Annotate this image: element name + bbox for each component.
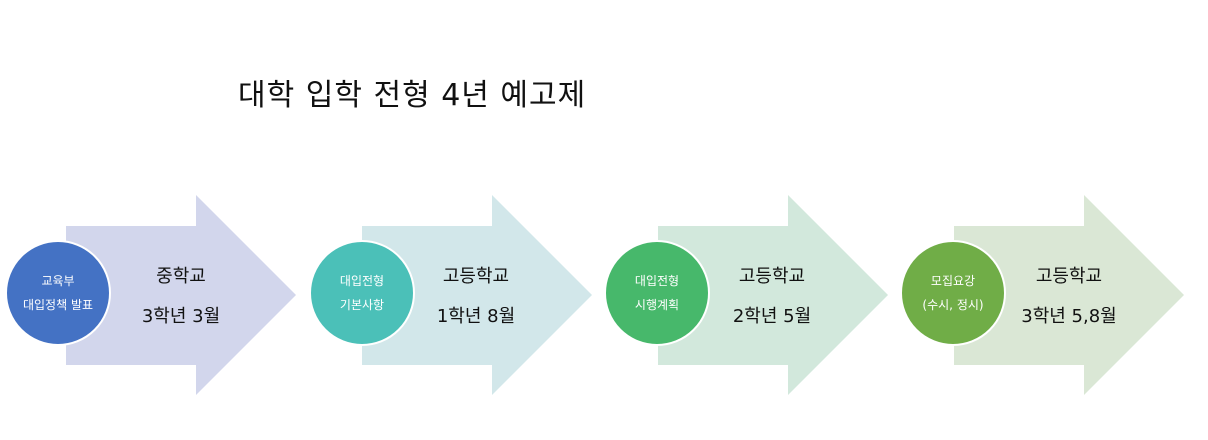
arrow-shape: [954, 195, 1184, 395]
step-timing: 1학년 8월: [436, 306, 516, 327]
arrow-shape: [66, 195, 296, 395]
step-arrow: [362, 195, 592, 395]
step-school: 고등학교: [1035, 266, 1103, 287]
page-title: 대학 입학 전형 4년 예고제: [238, 78, 587, 113]
circle-line-2: 대입정책 발표: [22, 298, 94, 312]
step-circle: 대입전형 기본사항: [309, 240, 415, 346]
timeline-step-4: 모집요강 (수시, 정시) 고등학교 3학년 5,8월: [888, 0, 1188, 440]
timeline-step-1: 교육부 대입정책 발표 중학교 3학년 3월: [0, 0, 300, 440]
step-timing: 3학년 3월: [141, 306, 221, 327]
step-arrow: [66, 195, 296, 395]
circle-line-1: 모집요강: [930, 274, 976, 288]
step-circle: 교육부 대입정책 발표: [5, 240, 111, 346]
step-circle: 모집요강 (수시, 정시): [900, 240, 1006, 346]
step-timing: 2학년 5월: [732, 306, 812, 327]
step-arrow: [954, 195, 1184, 395]
circle-line-2: (수시, 정시): [922, 298, 984, 312]
arrow-shape: [658, 195, 888, 395]
timeline-step-2: 대입전형 기본사항 고등학교 1학년 8월: [296, 0, 596, 440]
step-arrow: [658, 195, 888, 395]
step-school: 중학교: [156, 266, 206, 287]
step-timing: 3학년 5,8월: [1021, 306, 1117, 327]
circle-line-2: 시행계획: [634, 298, 680, 312]
step-circle: 대입전형 시행계획: [604, 240, 710, 346]
circle-line-1: 대입전형: [339, 274, 385, 288]
arrow-shape: [362, 195, 592, 395]
circle-line-1: 교육부: [41, 274, 75, 288]
circle-line-2: 기본사항: [339, 298, 385, 312]
timeline-step-3: 대입전형 시행계획 고등학교 2학년 5월: [592, 0, 892, 440]
step-school: 고등학교: [442, 266, 510, 287]
circle-line-1: 대입전형: [634, 274, 680, 288]
step-school: 고등학교: [738, 266, 806, 287]
